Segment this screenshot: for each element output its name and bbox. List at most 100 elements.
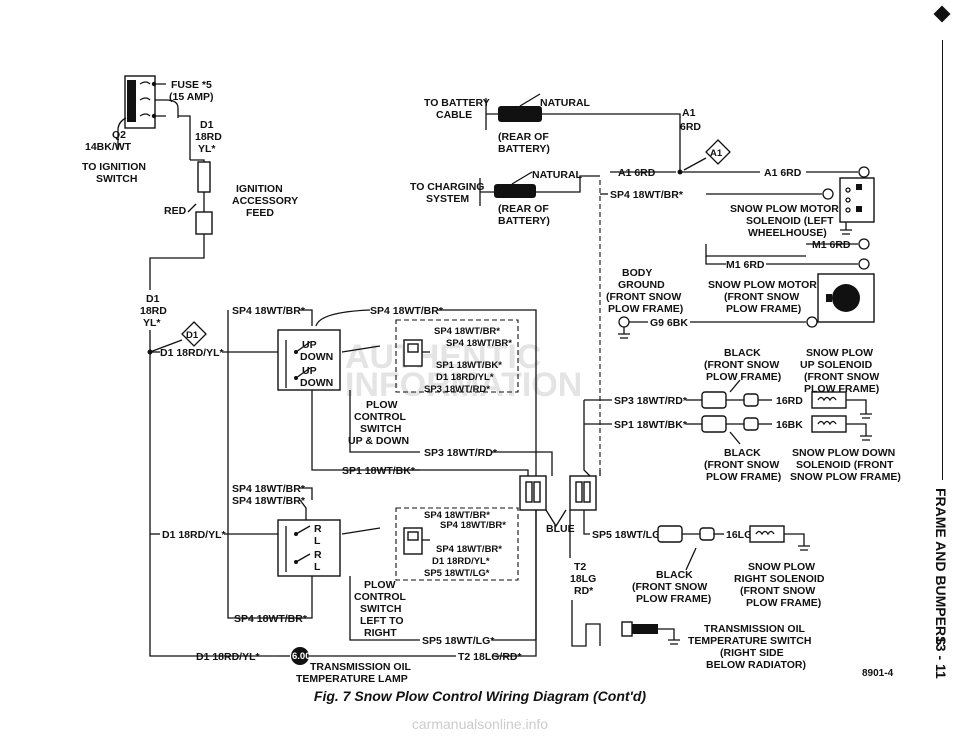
bk16-label: 16BK bbox=[776, 419, 803, 431]
sp4-lr-label-2: SP4 18WT/BR* bbox=[232, 495, 306, 507]
sp3-updown-wire bbox=[349, 390, 420, 453]
battery-terminal-2 bbox=[479, 171, 600, 206]
d1-down-wire bbox=[149, 234, 205, 290]
l-label-2: L bbox=[314, 561, 321, 573]
motor-solenoid-label-3: WHEELHOUSE) bbox=[748, 227, 827, 239]
motor-solenoid bbox=[839, 177, 875, 235]
a1-marker-label: A1 bbox=[710, 148, 723, 159]
a1-top-gauge: 6RD bbox=[680, 121, 701, 133]
plow-updown-label-4: UP & DOWN bbox=[348, 435, 409, 447]
natural-label-2: NATURAL bbox=[532, 169, 583, 181]
right-solenoid-label: SNOW PLOW bbox=[748, 561, 815, 573]
m1-terminal-icon-2 bbox=[858, 258, 870, 270]
down-solenoid-label-3: SNOW PLOW FRAME) bbox=[790, 471, 901, 483]
d1-top-color: YL* bbox=[198, 143, 216, 155]
right-solenoid-label-2: RIGHT SOLENOID bbox=[734, 573, 825, 585]
lr-to-conn2 bbox=[341, 527, 381, 535]
conn2-sp4b: SP4 18WT/BR* bbox=[440, 520, 506, 531]
plow-lr-label-3: SWITCH bbox=[360, 603, 401, 615]
to-charging-label: TO CHARGING bbox=[410, 181, 484, 193]
q2-wire bbox=[117, 117, 127, 150]
fuse-amp-label: (15 AMP) bbox=[169, 91, 214, 103]
d1-branch-label-1: D1 18RD/YL* bbox=[160, 347, 225, 359]
r-label: R bbox=[314, 523, 322, 535]
conn1-sp4b: SP4 18WT/BR* bbox=[446, 338, 512, 349]
lg16-label: 16LG bbox=[726, 529, 752, 541]
black-up-label-3: PLOW FRAME) bbox=[706, 371, 781, 383]
rear-battery-label-2: BATTERY) bbox=[498, 143, 550, 155]
right-solenoid-label-3: (FRONT SNOW bbox=[740, 585, 815, 597]
trans-switch-label-3: (RIGHT SIDE bbox=[720, 647, 784, 659]
sp1-updown-wire bbox=[311, 390, 420, 471]
fuse-label: FUSE *5 bbox=[171, 79, 212, 91]
fuse-output-wire bbox=[165, 99, 179, 118]
sp5-bottom-label: SP5 18WT/LG* bbox=[422, 635, 495, 647]
m1-terminal-icon bbox=[858, 238, 870, 250]
side-rule bbox=[942, 40, 943, 480]
conn1-sp1: SP1 18WT/BK* bbox=[436, 360, 502, 371]
sp3-right-vertical bbox=[583, 400, 591, 477]
d1-marker-label: D1 bbox=[186, 330, 199, 341]
rear-battery-label-4: BATTERY) bbox=[498, 215, 550, 227]
watermark-text: AUTHENTIC bbox=[345, 338, 541, 376]
black-right-label: BLACK bbox=[656, 569, 693, 581]
ignition-feed-label-2: ACCESSORY bbox=[232, 195, 298, 207]
t2-label-2: 18LG bbox=[570, 573, 596, 585]
conn1-d1: D1 18RD/YL* bbox=[436, 372, 494, 383]
updown-to-conn1 bbox=[341, 345, 381, 353]
ignition-feed-label-3: FEED bbox=[246, 207, 274, 219]
to-ignition-label-2: SWITCH bbox=[96, 173, 137, 185]
body-ground-label-3: (FRONT SNOW bbox=[606, 291, 681, 303]
updown-connector bbox=[395, 319, 519, 393]
l-label: L bbox=[314, 535, 321, 547]
battery-terminal-1 bbox=[485, 93, 681, 150]
t2-bottom-label: T2 18LG/RD* bbox=[458, 651, 523, 663]
down-solenoid-coil-icon bbox=[811, 415, 872, 441]
motor-label-2: (FRONT SNOW bbox=[724, 291, 799, 303]
lamp-text: 6.00 bbox=[292, 651, 311, 662]
trans-temp-switch-icon bbox=[621, 621, 680, 645]
sp1-mid-label: SP1 18WT/BK* bbox=[342, 465, 416, 477]
body-ground-symbol bbox=[618, 316, 648, 339]
sp4-top-right-label: SP4 18WT/BR* bbox=[610, 189, 684, 201]
black-up-label: BLACK bbox=[724, 347, 761, 359]
right-solenoid-coil-icon bbox=[749, 525, 810, 551]
m1-label-a: M1 6RD bbox=[812, 239, 851, 251]
motor-label: SNOW PLOW MOTOR bbox=[708, 279, 817, 291]
d1-left-label: D1 bbox=[146, 293, 160, 305]
solenoid-terminal-icon bbox=[858, 166, 870, 178]
sp4-lr-label-1: SP4 18WT/BR* bbox=[232, 483, 306, 495]
up-solenoid-label-3: (FRONT SNOW bbox=[804, 371, 879, 383]
blue-label: BLUE bbox=[546, 523, 575, 535]
blue-connector bbox=[519, 475, 597, 528]
g9-terminal-icon bbox=[806, 316, 818, 328]
d1-branch-label-2: D1 18RD/YL* bbox=[162, 529, 227, 541]
section-title: FRAME AND BUMPERS bbox=[933, 488, 949, 646]
g9-label: G9 6BK bbox=[650, 317, 688, 329]
plow-lr-label: PLOW bbox=[364, 579, 396, 591]
sp5-right-label: SP5 18WT/LG* bbox=[592, 529, 665, 541]
d1-branch-label-3: D1 18RD/YL* bbox=[196, 651, 261, 663]
conn1-sp4a: SP4 18WT/BR* bbox=[434, 326, 500, 337]
a1-top-label: A1 bbox=[682, 107, 696, 119]
sp4-up-label-2: SP4 18WT/BR* bbox=[370, 305, 444, 317]
a1-left-label: A1 6RD bbox=[618, 167, 656, 179]
body-ground-label-4: PLOW FRAME) bbox=[608, 303, 683, 315]
snow-plow-motor bbox=[817, 273, 875, 323]
a1-splice-marker bbox=[705, 139, 731, 165]
sp4-up-wire-1 bbox=[300, 309, 313, 326]
conn2-sp4a: SP4 18WT/BR* bbox=[424, 510, 490, 521]
d1-feed-wire bbox=[178, 115, 191, 160]
conn2-sp4c: SP4 18WT/BR* bbox=[436, 544, 502, 555]
right-solenoid-connector bbox=[657, 525, 724, 571]
rd16-label: 16RD bbox=[776, 395, 803, 407]
sp4-lr-bottom-label: SP4 18WT/BR* bbox=[234, 613, 308, 625]
conn2-d1: D1 18RD/YL* bbox=[432, 556, 490, 567]
sp4-lr-wire-1 bbox=[300, 487, 313, 500]
q2-wire-label: 14BK/WT bbox=[85, 141, 132, 153]
sp5-right-wire bbox=[583, 510, 590, 535]
sp4-up-wire-2 bbox=[315, 309, 371, 327]
to-battery-label-2: CABLE bbox=[436, 109, 472, 121]
down-label: DOWN bbox=[300, 351, 333, 363]
